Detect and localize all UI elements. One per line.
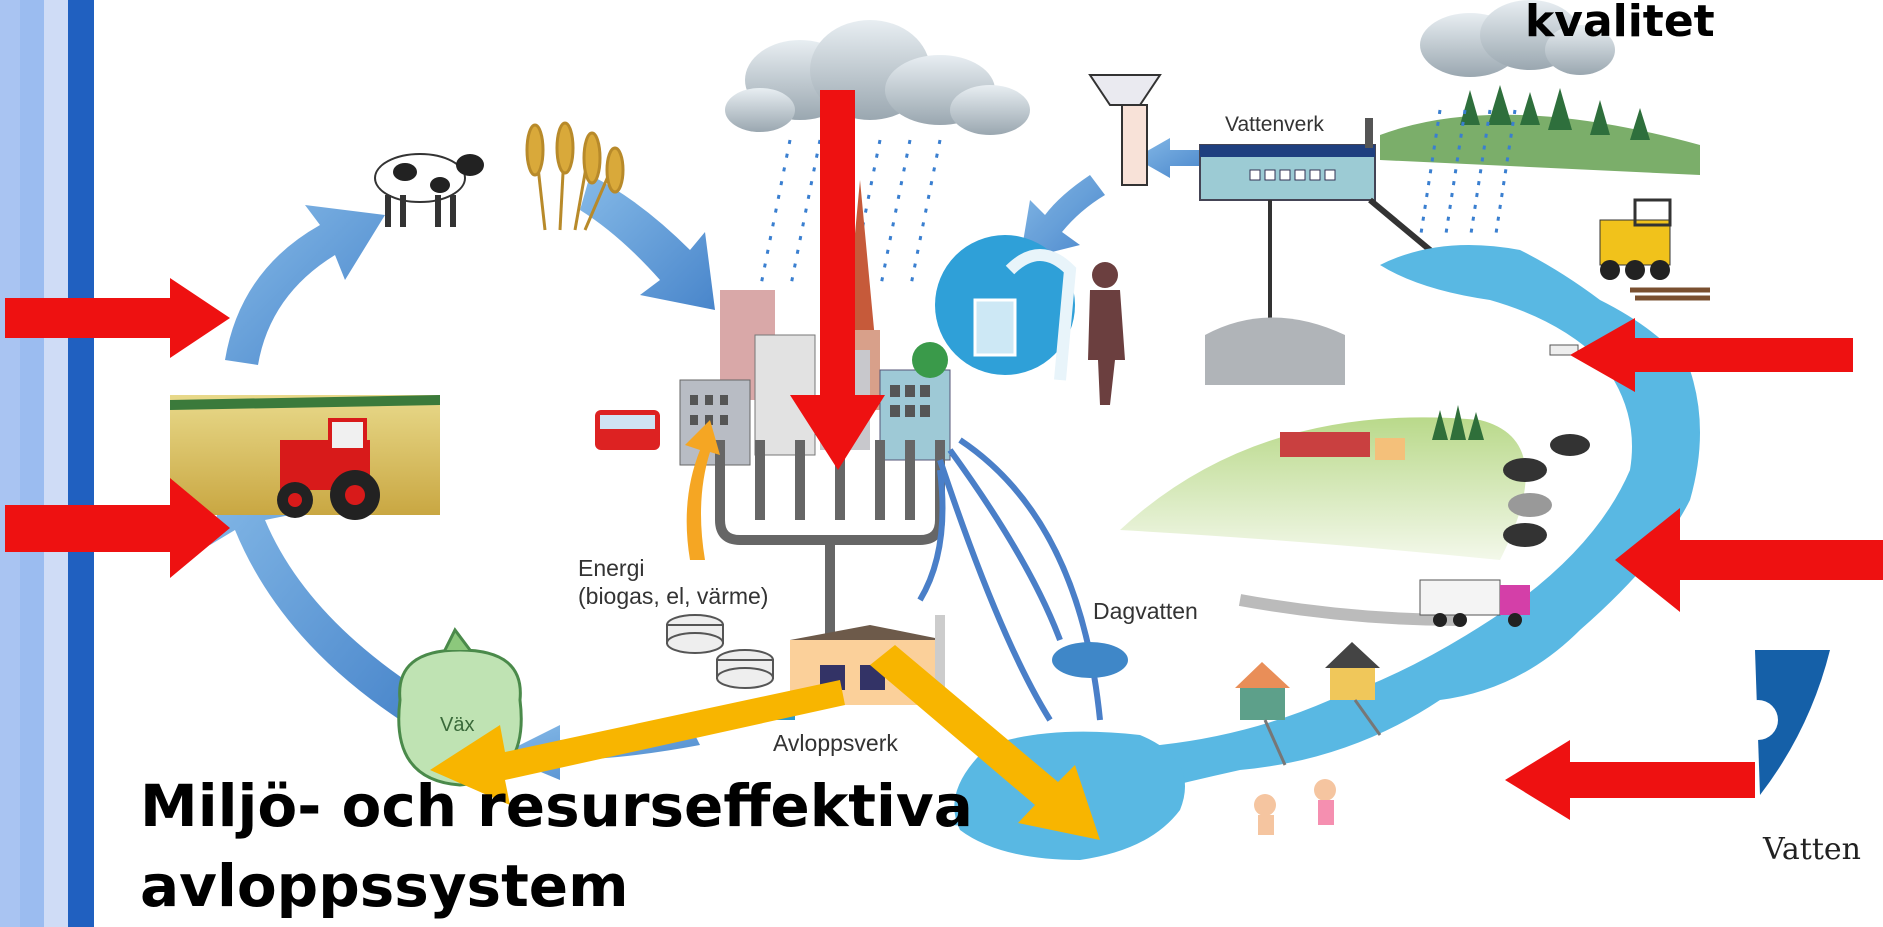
slide-title-line2: avloppssystem <box>140 852 629 920</box>
vatten-logo <box>1738 650 1830 795</box>
houses-icon <box>1235 642 1382 766</box>
cycle-arrow-left-down <box>210 460 420 720</box>
cow-icon <box>374 153 484 227</box>
truck-icon <box>1238 579 1530 627</box>
forest-icon <box>1380 85 1700 175</box>
field-tractor-icon <box>170 395 440 520</box>
vatten-logo-text: Vatten <box>1763 832 1861 867</box>
label-waterworks: Vattenverk <box>1225 113 1324 136</box>
swimmers-icon <box>1254 779 1336 835</box>
boat-icon <box>1549 344 1579 356</box>
cycle-arrow-top <box>580 175 715 310</box>
slide-title-line1: Miljö- och resurseffektiva <box>140 772 973 840</box>
rain-forest <box>1418 109 1517 241</box>
stormwater-pond <box>1052 642 1128 678</box>
red-arrow-right-3 <box>1505 740 1755 820</box>
red-arrow-right-2 <box>1615 508 1883 612</box>
yellow-arrow-to-lake <box>870 645 1100 840</box>
left-stripe-pale <box>44 0 68 927</box>
label-sewage-plant: Avloppsverk <box>773 730 898 756</box>
red-arrow-city-down <box>790 90 885 470</box>
red-arrow-left-lower <box>5 478 230 578</box>
farm-hill-icon <box>1120 405 1526 560</box>
sewer-outlets <box>917 437 1103 722</box>
red-arrow-right-1 <box>1570 318 1853 392</box>
person-icon <box>1088 262 1125 405</box>
yellow-arrows <box>430 645 1100 840</box>
label-energy-line2: (biogas, el, värme) <box>578 583 769 609</box>
red-arrow-left-upper <box>5 278 230 358</box>
waterworks-icon <box>1199 118 1462 385</box>
heading-top-right: kvalitet <box>1525 0 1715 47</box>
left-stripe-mid <box>20 0 44 927</box>
cycle-arrow-up-left <box>225 205 385 365</box>
cloud-icon-city <box>725 20 1030 135</box>
cycle-arrow-filter <box>1135 138 1205 178</box>
cycle-arrow-tap <box>1020 175 1105 260</box>
river-water <box>950 245 1700 826</box>
left-stripe-dark <box>68 0 94 927</box>
label-sludge-bag: Väx <box>440 714 475 736</box>
red-arrows <box>5 90 1883 820</box>
energy-arrow <box>685 420 720 560</box>
cows-group-icon <box>1503 434 1590 547</box>
cloud-icon-forest <box>1420 0 1615 77</box>
label-stormwater: Dagvatten <box>1093 598 1198 624</box>
yellow-arrow-to-bag <box>430 680 845 805</box>
harvester-icon <box>1599 198 1710 301</box>
water-tap-icon <box>935 235 1077 381</box>
label-energy-line1: Energi <box>578 555 645 581</box>
water-filter-icon <box>1088 74 1162 186</box>
left-stripe-light <box>0 0 20 927</box>
digester-tanks-icon <box>666 614 774 689</box>
wheat-icon <box>525 121 625 231</box>
